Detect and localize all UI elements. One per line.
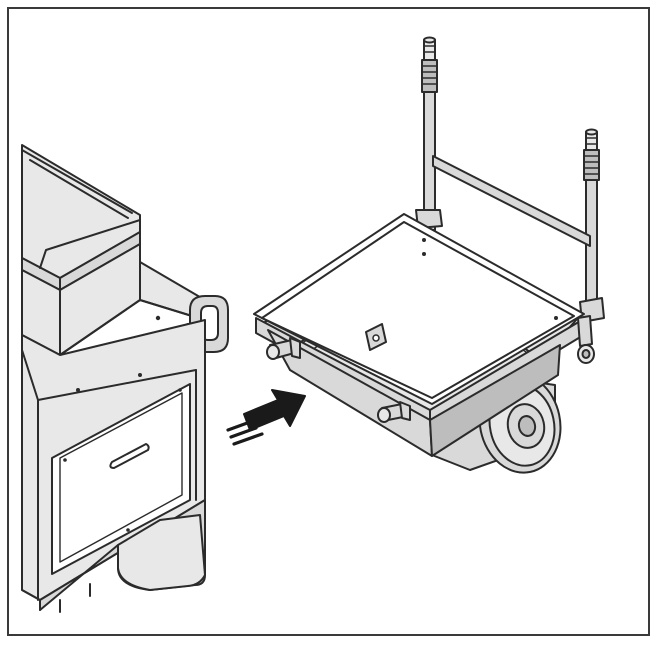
- trolley-rear-post: [421, 36, 438, 231]
- trolley-coupling-pin-front: [377, 401, 411, 423]
- trolley: [253, 36, 605, 474]
- machine-foot: [117, 514, 206, 591]
- trolley-front-post: [583, 128, 600, 307]
- trolley-cross-bar: [432, 155, 591, 247]
- direction-arrow-icon: [226, 389, 306, 446]
- machine-body: [21, 144, 229, 613]
- machine-drawer-handle: [109, 443, 150, 469]
- trolley-locking-knob: [577, 315, 595, 364]
- trolley-coupling-pin-left: [266, 337, 301, 360]
- machine-drawer-panel: [51, 383, 191, 575]
